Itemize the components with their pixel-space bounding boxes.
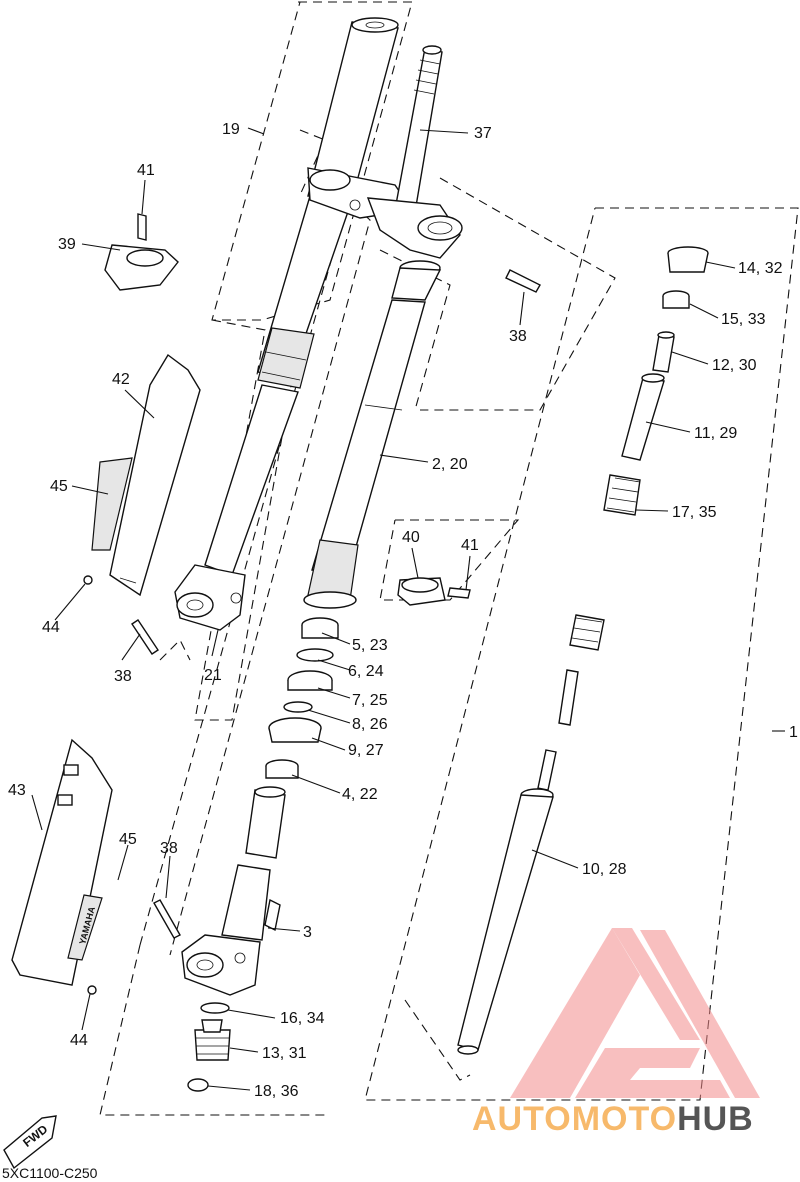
callout-41-top: 41 (137, 162, 155, 179)
callout-14-32: 14, 32 (738, 260, 783, 277)
callout-16-34: 16, 34 (280, 1010, 325, 1027)
callout-3: 3 (303, 924, 312, 941)
callout-38-mid: 38 (114, 668, 132, 685)
callout-17-35: 17, 35 (672, 504, 717, 521)
callout-10-28: 10, 28 (582, 861, 627, 878)
callout-6-24: 6, 24 (348, 663, 384, 680)
fork-guard-43: YAMAHA (11, 738, 113, 986)
damper-parts (187, 1002, 231, 1092)
callout-38-bottom: 38 (160, 840, 178, 857)
callout-40: 40 (402, 529, 420, 546)
callout-45-bottom: 45 (119, 831, 137, 848)
callout-7-25: 7, 25 (352, 692, 388, 709)
outer-tube-2 (303, 260, 442, 609)
guard-clamps (83, 213, 541, 995)
part-code: 5XC1100-C250 (2, 1165, 98, 1181)
fork-guard-42 (91, 353, 201, 597)
axle-bracket-21 (174, 564, 246, 631)
seal-rings (265, 617, 339, 779)
callout-19: 19 (222, 121, 240, 138)
brand-watermark: AUTOMOTOHUB (472, 1100, 754, 1138)
callout-18-36: 18, 36 (254, 1083, 299, 1100)
callout-43: 43 (8, 782, 26, 799)
callout-12-30: 12, 30 (712, 357, 757, 374)
leader-lines (31, 127, 785, 1091)
callout-21: 21 (204, 667, 222, 684)
callout-45-top: 45 (50, 478, 68, 495)
callout-2-20: 2, 20 (432, 456, 468, 473)
callout-37: 37 (474, 125, 492, 142)
callout-1: 1 (789, 724, 798, 741)
callout-8-26: 8, 26 (352, 716, 388, 733)
callout-13-31: 13, 31 (262, 1045, 307, 1062)
callout-labels: 19 37 41 39 38 42 45 44 38 21 2, 20 40 4… (8, 121, 798, 1100)
callout-41-mid: 41 (461, 537, 479, 554)
lower-triple-clamp (366, 197, 463, 259)
callout-44-bottom: 44 (70, 1032, 88, 1049)
lower-fork-3 (181, 786, 286, 996)
callout-15-33: 15, 33 (721, 311, 766, 328)
fwd-arrow: FWD (3, 1115, 57, 1170)
callout-42: 42 (112, 371, 130, 388)
callout-5-23: 5, 23 (352, 637, 388, 654)
callout-11-29: 11, 29 (694, 425, 737, 442)
callout-39: 39 (58, 236, 76, 253)
callout-4-22: 4, 22 (342, 786, 378, 803)
callout-44-top: 44 (42, 619, 60, 636)
callout-9-27: 9, 27 (348, 742, 384, 759)
callout-38-top: 38 (509, 328, 527, 345)
watermark-logo: AUTOMOTOHUB (472, 928, 760, 1138)
cartridge-parts (457, 246, 709, 1055)
